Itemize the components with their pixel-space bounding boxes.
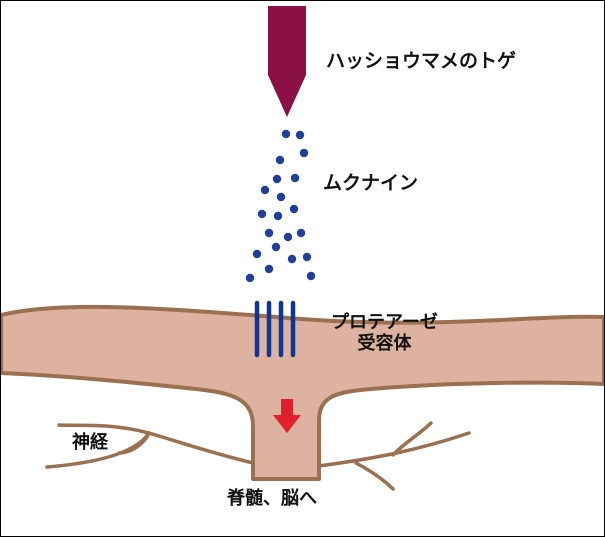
mucunain-particle — [283, 232, 293, 242]
mucunain-particle — [257, 209, 267, 219]
spine-brain-label: 脊髄、脳へ — [227, 488, 317, 509]
nerve-label: 神経 — [72, 432, 108, 453]
nerve-right-upper-fork — [391, 421, 433, 457]
mucunain-particle — [276, 192, 286, 202]
mucunain-particle — [296, 228, 306, 238]
nerve-left-upper-fork — [57, 423, 151, 435]
spicule-label: ハッショウマメのトゲ — [326, 50, 517, 72]
receptor-label-line1: プロテアーゼ — [331, 312, 438, 333]
mucunain-particle — [273, 211, 283, 221]
mucunain-particle — [264, 264, 274, 274]
receptor-label-line2: 受容体 — [357, 332, 412, 354]
nerve-left-loop — [117, 431, 151, 455]
mucunain-particle — [245, 273, 255, 283]
nerve-branches — [45, 421, 471, 491]
mucunain-particle — [271, 242, 281, 252]
skin-tissue — [1, 304, 604, 481]
mucunain-particle — [290, 173, 300, 183]
mucunain-particle — [272, 174, 282, 184]
mucunain-particle — [299, 148, 309, 158]
receptor-label: プロテアーゼ 受容体 — [331, 312, 438, 354]
mucunain-particle — [275, 155, 285, 165]
mucunain-particle — [302, 252, 312, 262]
mucunain-particle — [289, 204, 299, 214]
mucunain-particle — [295, 130, 305, 140]
mucunain-particle — [252, 249, 262, 259]
mucunain-particle — [306, 271, 316, 281]
protease-receptor — [254, 300, 296, 358]
mucunain-label: ムクナイン — [323, 172, 419, 194]
nerve-right-branch — [317, 431, 471, 468]
down-arrow-icon — [273, 399, 301, 433]
nerve-right-lower-fork — [354, 461, 395, 491]
mucunain-particle — [264, 228, 274, 238]
spicule-shape — [268, 6, 306, 117]
mucunain-particle — [260, 185, 270, 195]
mucunain-particles — [245, 129, 316, 283]
mucunain-particle — [281, 129, 291, 139]
nerve-left-branch — [147, 431, 255, 465]
mucunain-particle — [287, 254, 297, 264]
